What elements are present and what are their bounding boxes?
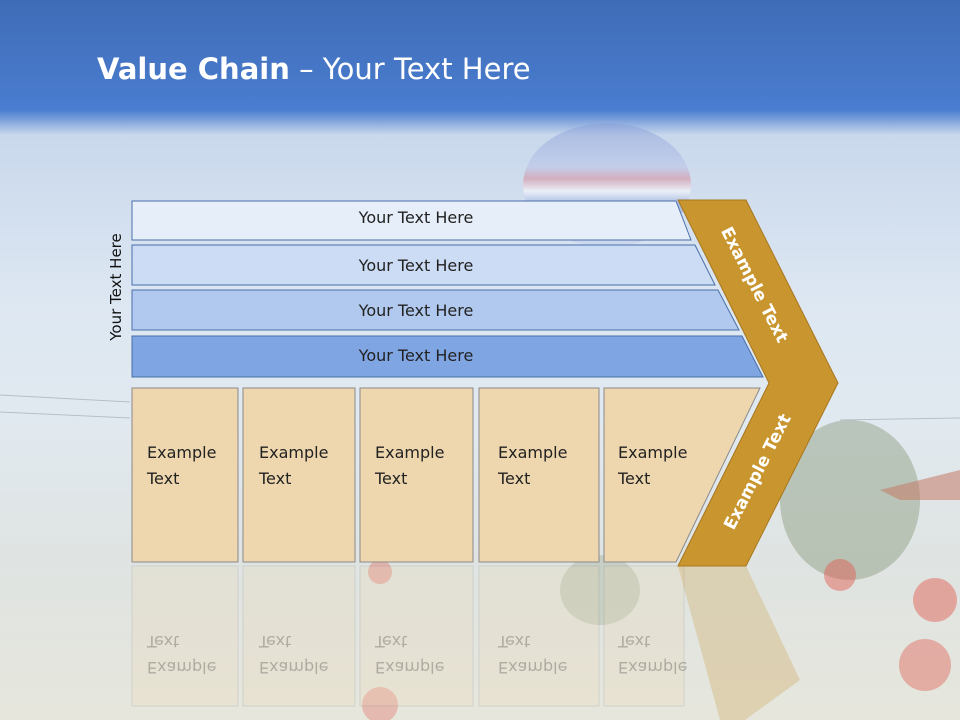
tree-shape <box>560 555 640 625</box>
band-shape-2 <box>131 244 716 286</box>
wire-line <box>839 417 960 421</box>
chevron-shape <box>677 199 839 567</box>
slide-title: Value Chain – Your Text Here <box>97 52 531 86</box>
band-shape-1 <box>131 200 692 241</box>
band-label-3: Your Text Here <box>358 301 474 320</box>
box-shape-1 <box>131 387 239 563</box>
title-bold: Value Chain <box>97 52 290 86</box>
flower-shape <box>899 639 951 691</box>
flower-shape <box>824 559 856 591</box>
band-shape-4 <box>131 335 764 378</box>
tree-shape <box>780 420 920 580</box>
band-shape-3 <box>131 289 740 331</box>
side-label: Your Text Here <box>107 233 125 341</box>
box-shape-4 <box>478 387 600 563</box>
box-shape-2 <box>242 387 356 563</box>
roof-shape <box>880 470 960 500</box>
band-label-1: Your Text Here <box>358 208 474 227</box>
wire-line <box>0 394 131 403</box>
band-label-2: Your Text Here <box>358 256 474 275</box>
title-rest: – Your Text Here <box>289 52 531 86</box>
flower-shape <box>368 560 392 584</box>
flower-shape <box>362 687 398 720</box>
band-label-4: Your Text Here <box>358 346 474 365</box>
reflection-group <box>131 565 685 707</box>
box-shape-3 <box>359 387 474 563</box>
flower-shape <box>913 578 957 622</box>
wire-line <box>0 411 131 419</box>
box-shape-5 <box>603 387 761 563</box>
chevron-reflection <box>678 566 800 720</box>
